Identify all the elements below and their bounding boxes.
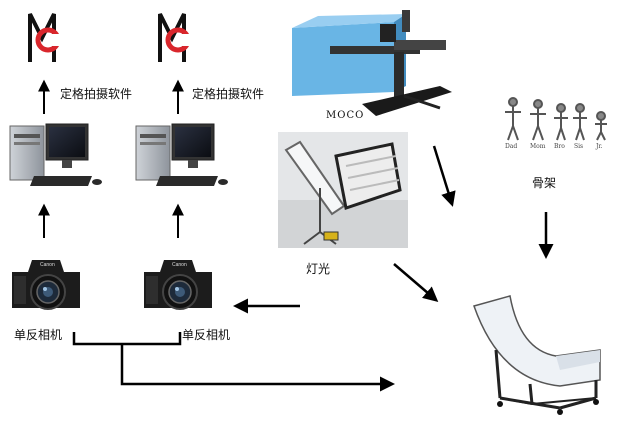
camera-brand-right: Canon bbox=[172, 262, 187, 268]
camera-link-bracket bbox=[72, 332, 182, 346]
moco-rig bbox=[292, 10, 452, 116]
skeleton-dad bbox=[505, 97, 521, 141]
camera-label-left: 单反相机 bbox=[14, 328, 63, 342]
lighting-label: 灯光 bbox=[306, 262, 331, 276]
skeleton-sis bbox=[573, 103, 587, 141]
camera-label-right: 单反相机 bbox=[182, 328, 231, 342]
lighting-photo bbox=[278, 132, 408, 248]
skeleton-label: 骨架 bbox=[532, 176, 557, 190]
camera-right bbox=[144, 260, 212, 310]
skeleton-figures bbox=[505, 97, 607, 141]
mc-logo-right bbox=[158, 13, 192, 62]
shooting-table bbox=[473, 295, 601, 415]
skeleton-jr bbox=[595, 111, 607, 141]
mc-logo-left bbox=[28, 13, 62, 62]
arrow-light-to-table bbox=[393, 263, 439, 302]
computer-right bbox=[135, 123, 228, 186]
moco-label: MOCO bbox=[326, 110, 365, 121]
skeleton-caption-mom: Mom bbox=[530, 143, 546, 150]
skeleton-caption-bro: Bro bbox=[554, 143, 565, 150]
skeleton-bro bbox=[554, 103, 568, 141]
arrow-cameras-to-table bbox=[120, 344, 395, 392]
skeleton-caption-sis: Sis bbox=[574, 143, 584, 150]
software-label-right: 定格拍摄软件 bbox=[192, 87, 265, 101]
skeleton-caption-jr: Jr. bbox=[596, 143, 603, 150]
arrow-moco-down bbox=[432, 145, 456, 207]
skeleton-caption-dad: Dad bbox=[505, 143, 518, 150]
software-label-left: 定格拍摄软件 bbox=[60, 87, 133, 101]
camera-left bbox=[12, 260, 80, 310]
camera-brand-left: Canon bbox=[40, 262, 55, 268]
computer-left bbox=[9, 123, 102, 186]
skeleton-mom bbox=[530, 99, 546, 141]
